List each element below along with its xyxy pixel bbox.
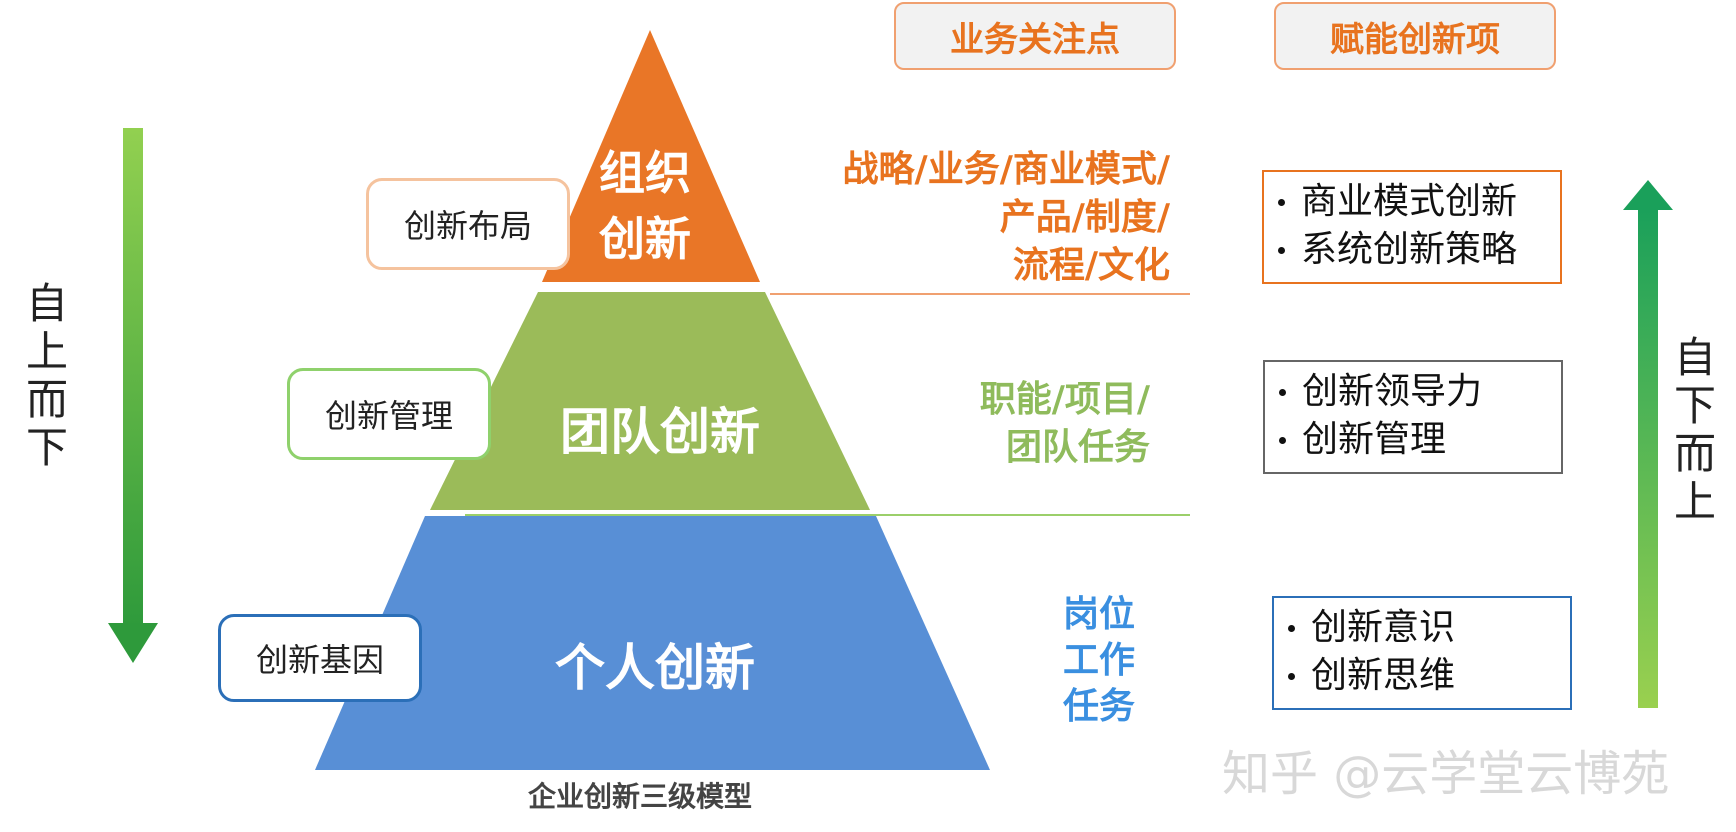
tag-innovation-management: 创新管理 <box>287 368 491 460</box>
enable-box-mid: 创新领导力 创新管理 <box>1263 360 1563 474</box>
tag-innovation-gene-label: 创新基因 <box>255 641 384 679</box>
top-divider <box>770 293 1190 295</box>
focus-top-line: 产品/制度/ <box>999 197 1170 238</box>
enable-box-top: 商业模式创新 系统创新策略 <box>1262 170 1562 284</box>
bullet-icon <box>1279 436 1286 444</box>
bottom-up-char: 自 <box>1673 333 1716 382</box>
watermark: 知乎 @云学堂云博苑 <box>1222 746 1670 802</box>
focus-bottom-line: 任务 <box>1062 686 1135 727</box>
enable-item-label: 创新意识 <box>1311 607 1456 648</box>
bottom-up-char: 上 <box>1673 477 1716 526</box>
enable-item-label: 创新领导力 <box>1302 371 1483 412</box>
focus-top-line: 流程/文化 <box>1012 245 1170 286</box>
pyramid-mid-tier <box>430 292 870 510</box>
enable-item: 创新领导力 <box>1279 368 1547 416</box>
bullet-icon <box>1288 672 1295 680</box>
tag-innovation-layout-label: 创新布局 <box>403 207 532 245</box>
focus-mid-line: 团队任务 <box>1005 427 1150 468</box>
tier-mid-label: 团队创新 <box>560 403 760 461</box>
diagram-caption: 企业创新三级模型 <box>527 780 752 813</box>
tag-innovation-layout: 创新布局 <box>366 178 570 270</box>
focus-bottom-line: 岗位 <box>1062 594 1135 635</box>
enable-item: 系统创新策略 <box>1278 226 1546 274</box>
pyramid-top-tier <box>542 30 760 282</box>
tier-top-label-line: 创新 <box>599 212 691 266</box>
enable-item-label: 系统创新策略 <box>1301 229 1518 270</box>
top-down-char: 自 <box>25 279 68 328</box>
bullet-icon <box>1279 388 1286 396</box>
bullet-icon <box>1278 246 1285 254</box>
top-down-char: 而 <box>25 375 68 424</box>
focus-bottom-line: 工作 <box>1062 640 1135 681</box>
bottom-up-label: 自 下 而 上 <box>1670 334 1720 526</box>
enable-item: 创新管理 <box>1279 416 1547 464</box>
tier-top-label-line: 组织 <box>599 146 691 200</box>
enable-item: 商业模式创新 <box>1278 178 1546 226</box>
bottom-up-char: 下 <box>1673 381 1716 430</box>
focus-mid: 职能/项目/ 团队任务 <box>900 376 1150 472</box>
focus-top: 战略/业务/商业模式/ 产品/制度/ 流程/文化 <box>760 146 1170 290</box>
enable-box-bottom: 创新意识 创新思维 <box>1272 596 1572 710</box>
enable-item-label: 创新思维 <box>1311 655 1456 696</box>
pyramid-bottom-tier <box>315 516 990 770</box>
enable-header-label: 赋能创新项 <box>1330 19 1500 60</box>
arrow-down-icon <box>108 128 158 663</box>
top-down-char: 下 <box>25 423 68 472</box>
bottom-up-char: 而 <box>1673 429 1716 478</box>
tag-innovation-gene: 创新基因 <box>218 614 422 702</box>
focus-top-line: 战略/业务/商业模式/ <box>842 149 1170 190</box>
bullet-icon <box>1288 624 1295 632</box>
top-down-char: 上 <box>25 327 68 376</box>
tag-innovation-management-label: 创新管理 <box>324 397 453 435</box>
top-down-label: 自 上 而 下 <box>22 280 72 472</box>
bullet-icon <box>1278 198 1285 206</box>
enable-item: 创新思维 <box>1288 652 1556 700</box>
enable-item: 创新意识 <box>1288 604 1556 652</box>
enable-header: 赋能创新项 <box>1274 2 1556 70</box>
tier-bottom-label: 个人创新 <box>555 639 755 697</box>
tier-top-label: 组织 创新 <box>585 140 705 272</box>
mid-divider <box>465 514 1190 516</box>
focus-header-label: 业务关注点 <box>950 19 1120 60</box>
focus-header: 业务关注点 <box>894 2 1176 70</box>
focus-bottom: 岗位 工作 任务 <box>1040 592 1135 730</box>
arrow-up-icon <box>1623 180 1673 708</box>
focus-mid-line: 职能/项目/ <box>979 379 1150 420</box>
enable-item-label: 创新管理 <box>1302 419 1447 460</box>
enable-item-label: 商业模式创新 <box>1301 181 1518 222</box>
